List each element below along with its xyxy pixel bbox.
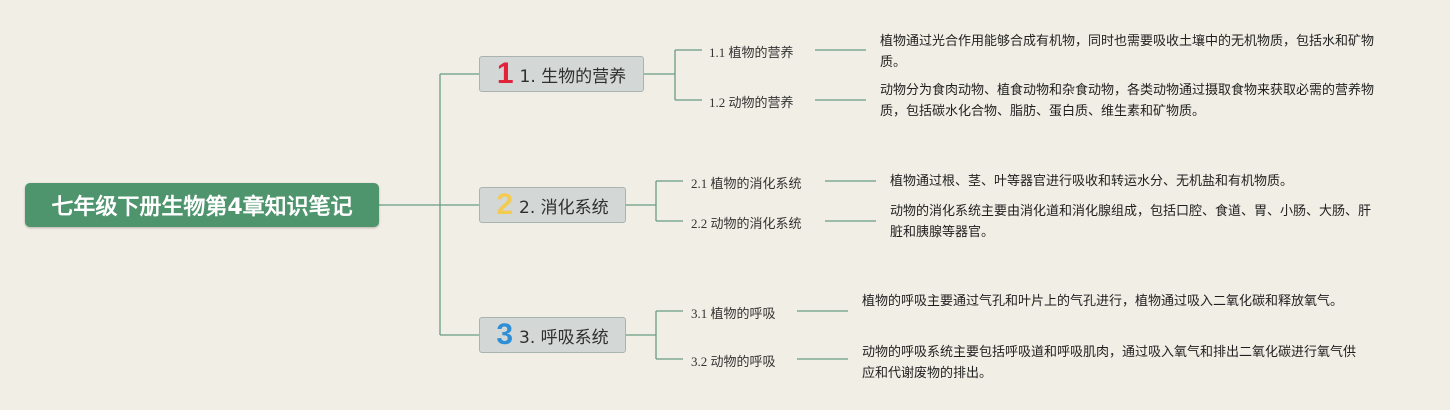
branch-topic-1[interactable]: 1 1. 生物的营养 bbox=[479, 56, 644, 92]
branch-label: 2. 消化系统 bbox=[519, 197, 609, 218]
subtopic-note: 植物通过根、茎、叶等器官进行吸收和转运水分、无机盐和有机物质。 bbox=[890, 174, 1294, 189]
subtopic-note: 植物的呼吸主要通过气孔和叶片上的气孔进行，植物通过吸入二氧化碳和释放氧气。 bbox=[862, 294, 1344, 309]
branch-topic-2[interactable]: 2 2. 消化系统 bbox=[479, 187, 626, 223]
root-title: 七年级下册生物第4章知识笔记 bbox=[51, 195, 353, 220]
subtopic-note: 动物的消化系统主要由消化道和消化腺组成，包括口腔、食道、胃、小肠、大肠、肝脏和胰… bbox=[890, 204, 1372, 240]
number-three-icon: 3 bbox=[496, 318, 514, 351]
subtopic-1-2[interactable]: 1.2 动物的营养 bbox=[709, 95, 794, 110]
number-one-icon: 1 bbox=[496, 57, 514, 90]
subtopic-2-1[interactable]: 2.1 植物的消化系统 bbox=[691, 176, 802, 191]
subtopic-2-2[interactable]: 2.2 动物的消化系统 bbox=[691, 216, 802, 231]
branch-topic-3[interactable]: 3 3. 呼吸系统 bbox=[479, 317, 626, 353]
number-two-icon: 2 bbox=[496, 188, 514, 221]
subtopic-3-1[interactable]: 3.1 植物的呼吸 bbox=[691, 306, 776, 321]
subtopic-3-2[interactable]: 3.2 动物的呼吸 bbox=[691, 354, 776, 369]
branch-label: 3. 呼吸系统 bbox=[519, 327, 609, 348]
branch-label: 1. 生物的营养 bbox=[519, 66, 627, 87]
subtopic-1-1[interactable]: 1.1 植物的营养 bbox=[709, 45, 794, 60]
root-topic[interactable]: 七年级下册生物第4章知识笔记 bbox=[25, 183, 379, 227]
subtopic-note: 动物分为食肉动物、植食动物和杂食动物，各类动物通过摄取食物来获取必需的营养物质，… bbox=[880, 83, 1375, 119]
subtopic-note: 植物通过光合作用能够合成有机物，同时也需要吸收土壤中的无机物质，包括水和矿物质。 bbox=[880, 34, 1375, 70]
subtopic-note: 动物的呼吸系统主要包括呼吸道和呼吸肌肉，通过吸入氧气和排出二氧化碳进行氧气供应和… bbox=[862, 345, 1357, 381]
